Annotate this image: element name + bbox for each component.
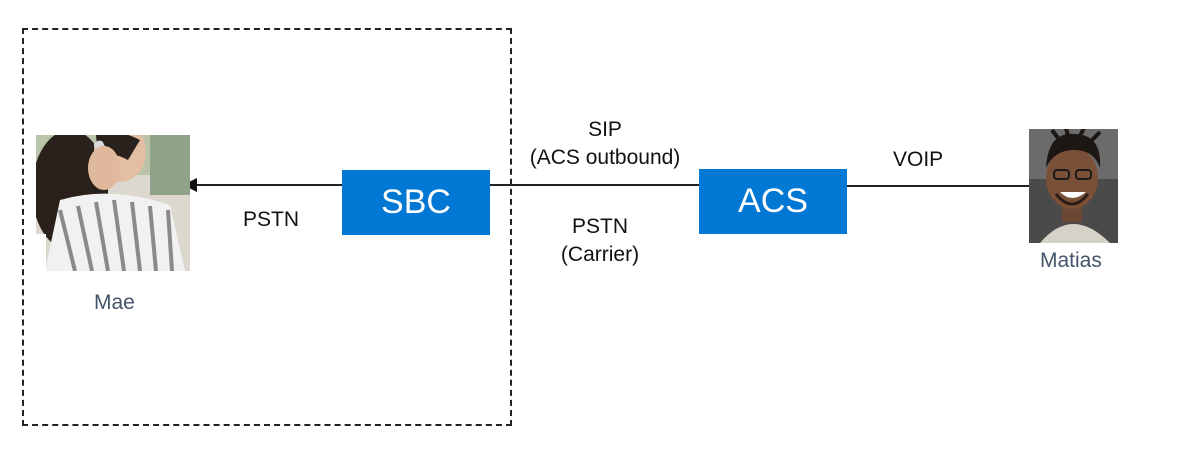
acs-node-label: ACS (738, 182, 808, 220)
edge-label-sip-line2: (ACS outbound) (529, 146, 681, 169)
edge-label-pstn: PSTN (243, 208, 300, 231)
customer-boundary (22, 28, 512, 426)
matias-photo (1029, 129, 1118, 243)
edge-label-sip: SIP (ACS outbound) (519, 116, 691, 172)
acs-node: ACS (699, 169, 847, 234)
edge-label-pstn-carrier-line2: (Carrier) (560, 243, 640, 266)
edge-label-pstn-carrier-line1: PSTN (571, 215, 628, 238)
person-name-matias: Matias (1040, 249, 1102, 272)
mae-photo (36, 135, 190, 271)
edge-label-sip-line1: SIP (588, 118, 622, 141)
sbc-node: SBC (342, 170, 490, 235)
edge-label-voip: VOIP (893, 148, 944, 171)
person-name-mae: Mae (94, 291, 135, 314)
edge-label-pstn-carrier: PSTN (Carrier) (550, 213, 650, 269)
sbc-node-label: SBC (381, 183, 451, 221)
